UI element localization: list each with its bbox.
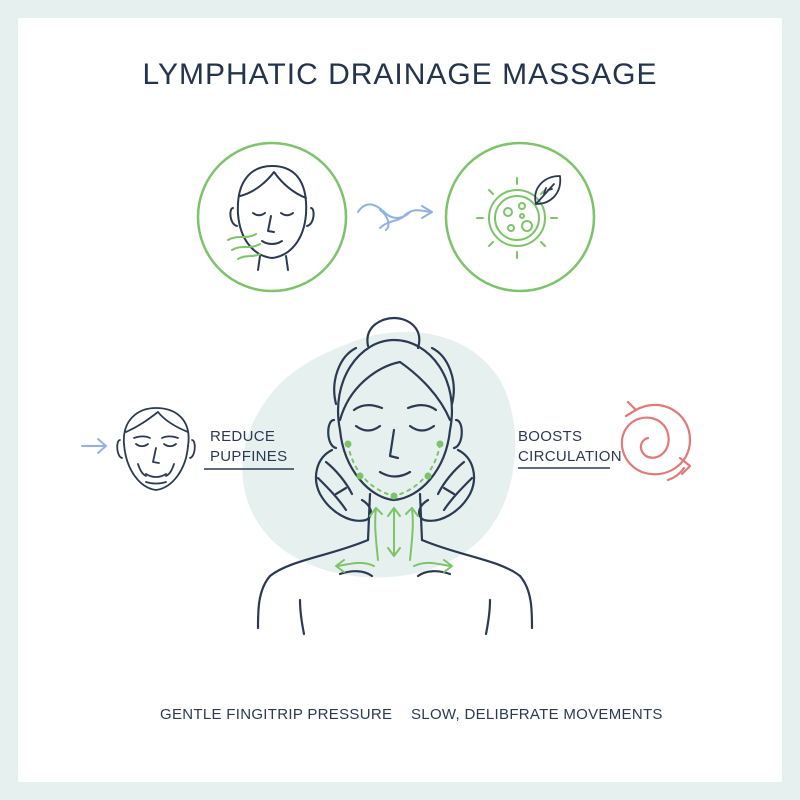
page-title: LYMPHATIC DRAINAGE MASSAGE: [142, 58, 658, 91]
boosts-label-line2: CIRCULATION: [518, 448, 622, 465]
boosts-label-line1: BOOSTS: [518, 428, 583, 445]
face-fresh-icon: [196, 141, 348, 293]
boosts-label: BOOSTS CIRCULATION: [518, 427, 622, 467]
drainage-arrows: [335, 440, 453, 573]
reduce-label-line1: REDUCE: [210, 428, 276, 445]
woman-massage-illustration: [256, 316, 534, 636]
reduce-label-line2: PUPFINES: [210, 448, 288, 465]
reduce-label: REDUCE PUPFINES: [210, 427, 287, 467]
caption-right: SLOW, DELIBFRATE MOVEMENTS: [411, 706, 663, 723]
aged-face-icon: [116, 407, 196, 491]
caption-left: GENTLE FINGITRIP PRESSURE: [160, 706, 393, 723]
cell-leaf-icon: [444, 141, 596, 293]
circulation-spiral-icon: [620, 400, 692, 482]
flow-arrow-icon: [357, 203, 433, 231]
right-arrow-icon: [81, 438, 107, 454]
